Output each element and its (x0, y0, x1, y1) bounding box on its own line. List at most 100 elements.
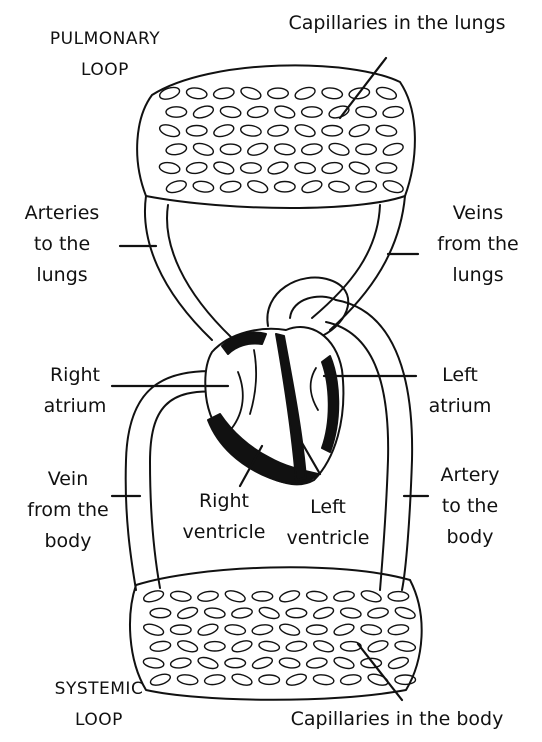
capillary-cell (176, 605, 198, 620)
capillary-cell (387, 623, 409, 636)
capillary-cell (355, 180, 377, 193)
capillary-cell (170, 590, 192, 603)
label-left-ventricle: Left ventricle (272, 492, 384, 554)
capillary-cell (360, 623, 382, 636)
capillary-cell (321, 161, 343, 174)
capillary-cell (394, 640, 416, 653)
label-line: Right (20, 360, 130, 391)
capillary-cell (382, 141, 405, 157)
capillary-cell (165, 143, 187, 156)
label-capillaries-lungs: Capillaries in the lungs (262, 8, 532, 39)
label-line: Vein (18, 464, 118, 495)
capillary-cell (224, 589, 246, 604)
capillary-cell (240, 124, 262, 137)
capillary-cell (231, 672, 253, 687)
capillary-cell (197, 622, 219, 637)
capillary-cell (322, 126, 343, 136)
heart (205, 327, 343, 484)
capillary-cell (382, 179, 405, 195)
capillary-cell (192, 180, 214, 193)
capillary-cell (375, 124, 397, 137)
capillary-cell (376, 163, 397, 173)
label-line: Left (410, 360, 510, 391)
capillary-cell (204, 607, 226, 620)
label-line: atrium (20, 391, 130, 422)
capillary-cell (285, 672, 307, 687)
capillary-cell (375, 85, 398, 101)
capillary-cell (247, 105, 269, 118)
capillary-cell (278, 622, 300, 637)
capillary-cell (246, 141, 269, 157)
capillary-cell (213, 87, 235, 100)
capillary-cell (165, 179, 188, 195)
capillary-cell (159, 161, 181, 174)
body-capillary-cells (142, 589, 416, 688)
capillary-cell (205, 642, 226, 651)
capillary-cell (275, 182, 296, 192)
capillary-cell (192, 104, 215, 120)
capillary-cell (328, 141, 351, 157)
label-line: Veins (420, 198, 536, 229)
capillary-cell (279, 657, 301, 670)
label-line: Left (272, 492, 384, 523)
capillary-cell (231, 639, 253, 654)
vein-from-lungs-outer (330, 196, 405, 330)
capillary-cell (220, 144, 241, 154)
capillary-cell (286, 608, 307, 617)
capillary-cell (231, 607, 253, 620)
capillary-cell (285, 640, 307, 653)
capillary-cell (278, 589, 300, 604)
capillary-cell (212, 123, 235, 139)
capillary-cell (150, 608, 171, 617)
capillary-cell (302, 107, 323, 117)
label-line: ventricle (164, 517, 284, 548)
capillary-cell (387, 655, 409, 670)
label-line: lungs (8, 260, 116, 291)
label-line: atrium (410, 391, 510, 422)
capillary-cell (220, 180, 242, 193)
label-artery-to-body: Artery to the body (420, 460, 520, 553)
label-capillaries-body: Capillaries in the body (262, 704, 532, 735)
capillary-cell (186, 87, 208, 100)
capillary-cell (251, 623, 273, 636)
capillary-cell (294, 123, 317, 139)
capillary-cell (246, 179, 269, 195)
capillary-cell (241, 163, 262, 173)
capillary-cell (212, 160, 235, 176)
capillary-cell (143, 657, 165, 670)
capillary-cell (355, 105, 377, 118)
label-line: Arteries (8, 198, 116, 229)
capillary-cell (340, 673, 362, 686)
capillary-cell (294, 85, 317, 101)
capillary-cell (258, 605, 280, 620)
label-veins-from-lungs: Veins from the lungs (420, 198, 536, 291)
capillary-cell (259, 675, 280, 684)
capillary-cell (186, 126, 207, 136)
capillary-cell (301, 143, 323, 156)
capillary-cell (273, 104, 296, 120)
capillary-cell (158, 123, 181, 139)
capillary-cell (258, 640, 280, 653)
capillary-cell (274, 143, 296, 156)
capillary-cell (224, 623, 246, 636)
capillary-cell (158, 85, 181, 101)
capillary-cell (348, 123, 371, 139)
capillary-cell (176, 639, 198, 654)
lung-capillary-cells (158, 85, 404, 195)
capillary-cell (328, 180, 350, 193)
capillary-cell (225, 658, 246, 667)
label-line: from the (18, 495, 118, 526)
capillary-cell (333, 655, 355, 670)
capillary-cell (197, 590, 219, 603)
capillary-cell (149, 640, 171, 653)
label-right-atrium: Right atrium (20, 360, 130, 422)
label-pulmonary-loop: PULMONARY LOOP (20, 24, 190, 86)
label-systemic-loop: SYSTEMIC LOOP (24, 674, 174, 736)
vein-from-lungs-inner (312, 205, 380, 318)
label-right-ventricle: Right ventricle (164, 486, 284, 548)
label-vein-from-body: Vein from the body (18, 464, 118, 557)
capillary-cell (239, 85, 262, 101)
capillary-cell (170, 657, 192, 670)
capillary-cell (267, 124, 289, 137)
capillary-cell (252, 592, 273, 601)
